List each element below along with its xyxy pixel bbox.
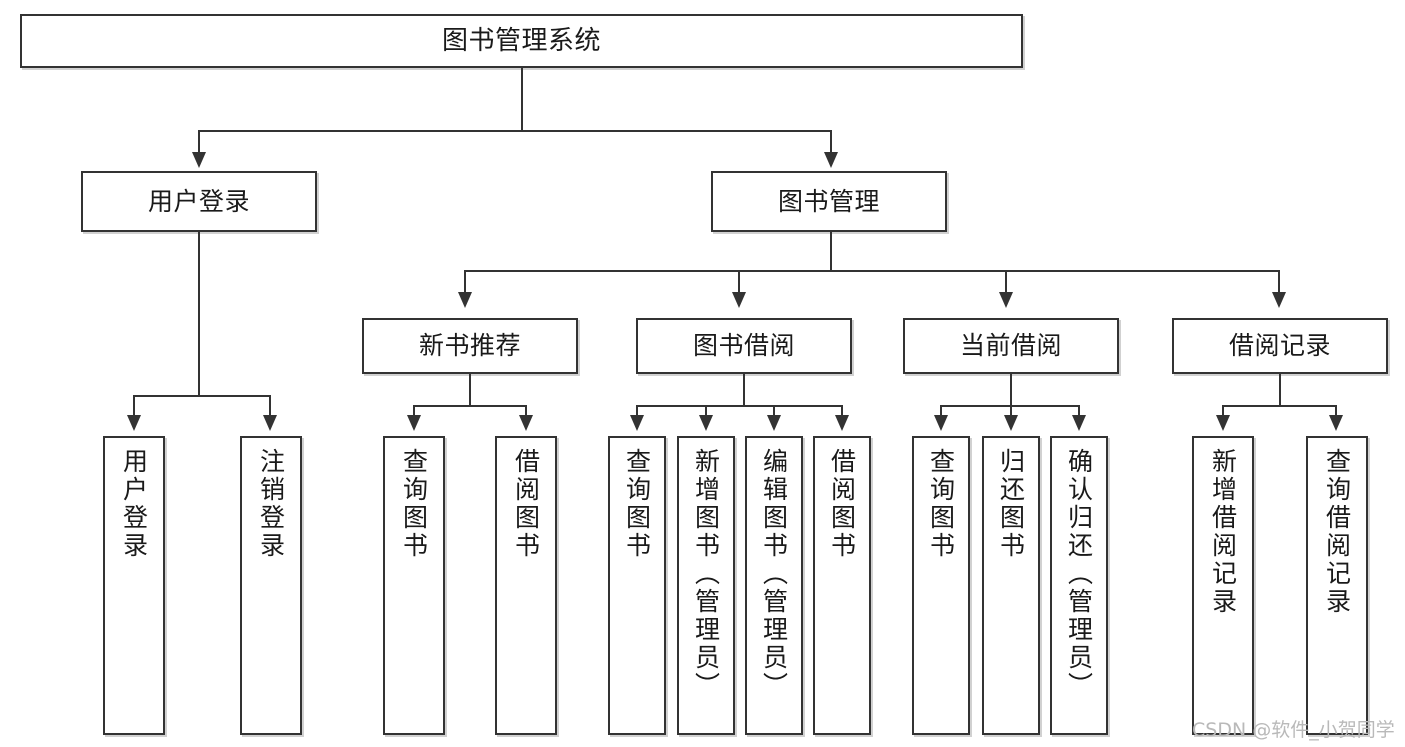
node-root-system[interactable]: 图书管理系统 <box>20 14 1023 68</box>
leaf-borrow-record-add[interactable]: 新增借阅记录 <box>1192 436 1254 735</box>
leaf-current-borrow-confirm[interactable]: 确认归还（管理员） <box>1050 436 1108 735</box>
arrow-to-new-book <box>458 292 472 308</box>
edge-book-borrow-stem <box>743 374 745 406</box>
edge-user-login-stem <box>198 232 200 396</box>
edge-book-manage-stem <box>830 232 832 272</box>
arrow-to-book-manage <box>824 152 838 168</box>
arrow-new-book-leaf-1 <box>407 415 421 431</box>
arrow-book-borrow-leaf-2 <box>699 415 713 431</box>
node-book-borrow[interactable]: 图书借阅 <box>636 318 852 374</box>
edge-book-borrow-drop-2 <box>705 405 707 419</box>
node-label: 图书管理系统 <box>441 25 601 56</box>
edge-book-borrow-bar <box>636 405 842 407</box>
edge-borrow-record-stem <box>1279 374 1281 406</box>
node-label: 借阅记录 <box>1228 331 1331 361</box>
node-label: 查询图书 <box>622 448 652 560</box>
node-label: 用户登录 <box>147 186 250 216</box>
node-book-manage[interactable]: 图书管理 <box>711 171 947 232</box>
edge-to-user-login <box>198 130 200 154</box>
arrow-current-borrow-leaf-1 <box>934 415 948 431</box>
arrow-to-borrow-record <box>1272 292 1286 308</box>
edge-to-book-borrow <box>738 270 740 294</box>
arrow-new-book-leaf-2 <box>519 415 533 431</box>
csdn-watermark: CSDN @软件_小贺同学 <box>1192 719 1395 741</box>
node-label: 图书借阅 <box>692 331 795 361</box>
leaf-borrow-record-query[interactable]: 查询借阅记录 <box>1306 436 1368 735</box>
node-label: 借阅图书 <box>511 448 541 560</box>
leaf-book-borrow-query[interactable]: 查询图书 <box>608 436 666 735</box>
leaf-book-borrow-borrow[interactable]: 借阅图书 <box>813 436 871 735</box>
arrow-to-current-borrow <box>999 292 1013 308</box>
edge-new-book-stem <box>469 374 471 406</box>
arrow-current-borrow-leaf-3 <box>1072 415 1086 431</box>
arrow-book-borrow-leaf-1 <box>630 415 644 431</box>
edge-level1-bar <box>198 130 832 132</box>
edge-to-borrow-record <box>1278 270 1280 294</box>
edge-borrow-record-bar <box>1222 405 1337 407</box>
edge-to-current-borrow <box>1005 270 1007 294</box>
node-label: 查询借阅记录 <box>1322 448 1352 616</box>
edge-user-login-drop-2 <box>269 395 271 417</box>
node-label: 新增图书（管理员） <box>691 448 721 700</box>
node-user-login[interactable]: 用户登录 <box>81 171 317 232</box>
edge-current-borrow-drop-3 <box>1078 405 1080 419</box>
edge-current-borrow-drop-2 <box>1010 405 1012 419</box>
leaf-book-borrow-add[interactable]: 新增图书（管理员） <box>677 436 735 735</box>
edge-new-book-drop-1 <box>413 405 415 419</box>
leaf-new-book-borrow[interactable]: 借阅图书 <box>495 436 557 735</box>
edge-new-book-bar <box>413 405 527 407</box>
edge-to-book-manage <box>830 130 832 154</box>
edge-current-borrow-stem <box>1010 374 1012 406</box>
node-label: 新增借阅记录 <box>1208 448 1238 616</box>
arrow-current-borrow-leaf-2 <box>1004 415 1018 431</box>
edge-current-borrow-drop-1 <box>940 405 942 419</box>
node-label: 确认归还（管理员） <box>1064 448 1094 700</box>
node-label: 编辑图书（管理员） <box>759 448 789 700</box>
leaf-current-borrow-query[interactable]: 查询图书 <box>912 436 970 735</box>
edge-borrow-record-drop-2 <box>1335 405 1337 419</box>
edge-new-book-drop-2 <box>525 405 527 419</box>
leaf-user-login-login[interactable]: 用户登录 <box>103 436 165 735</box>
node-label: 用户登录 <box>119 448 149 560</box>
edge-level2-bar <box>464 270 1280 272</box>
arrow-to-book-borrow <box>732 292 746 308</box>
arrow-book-borrow-leaf-3 <box>767 415 781 431</box>
node-label: 当前借阅 <box>959 331 1062 361</box>
edge-book-borrow-drop-4 <box>841 405 843 419</box>
node-label: 查询图书 <box>926 448 956 560</box>
arrow-user-login-leaf-2 <box>263 415 277 431</box>
edge-root-stem <box>521 68 523 131</box>
node-current-borrow[interactable]: 当前借阅 <box>903 318 1119 374</box>
node-label: 查询图书 <box>399 448 429 560</box>
leaf-new-book-query[interactable]: 查询图书 <box>383 436 445 735</box>
node-label: 注销登录 <box>256 448 286 560</box>
edge-book-borrow-drop-1 <box>636 405 638 419</box>
edge-user-login-drop-1 <box>133 395 135 417</box>
arrow-borrow-record-leaf-1 <box>1216 415 1230 431</box>
node-new-book-recommend[interactable]: 新书推荐 <box>362 318 578 374</box>
arrow-book-borrow-leaf-4 <box>835 415 849 431</box>
edge-to-new-book <box>464 270 466 294</box>
arrow-borrow-record-leaf-2 <box>1329 415 1343 431</box>
leaf-user-login-logout[interactable]: 注销登录 <box>240 436 302 735</box>
arrow-user-login-leaf-1 <box>127 415 141 431</box>
arrow-to-user-login <box>192 152 206 168</box>
node-label: 借阅图书 <box>827 448 857 560</box>
node-label: 图书管理 <box>777 186 880 216</box>
edge-user-login-bar <box>133 395 271 397</box>
edge-book-borrow-drop-3 <box>773 405 775 419</box>
node-label: 归还图书 <box>996 448 1026 560</box>
node-borrow-record[interactable]: 借阅记录 <box>1172 318 1388 374</box>
leaf-book-borrow-edit[interactable]: 编辑图书（管理员） <box>745 436 803 735</box>
leaf-current-borrow-return[interactable]: 归还图书 <box>982 436 1040 735</box>
node-label: 新书推荐 <box>418 331 521 361</box>
edge-borrow-record-drop-1 <box>1222 405 1224 419</box>
